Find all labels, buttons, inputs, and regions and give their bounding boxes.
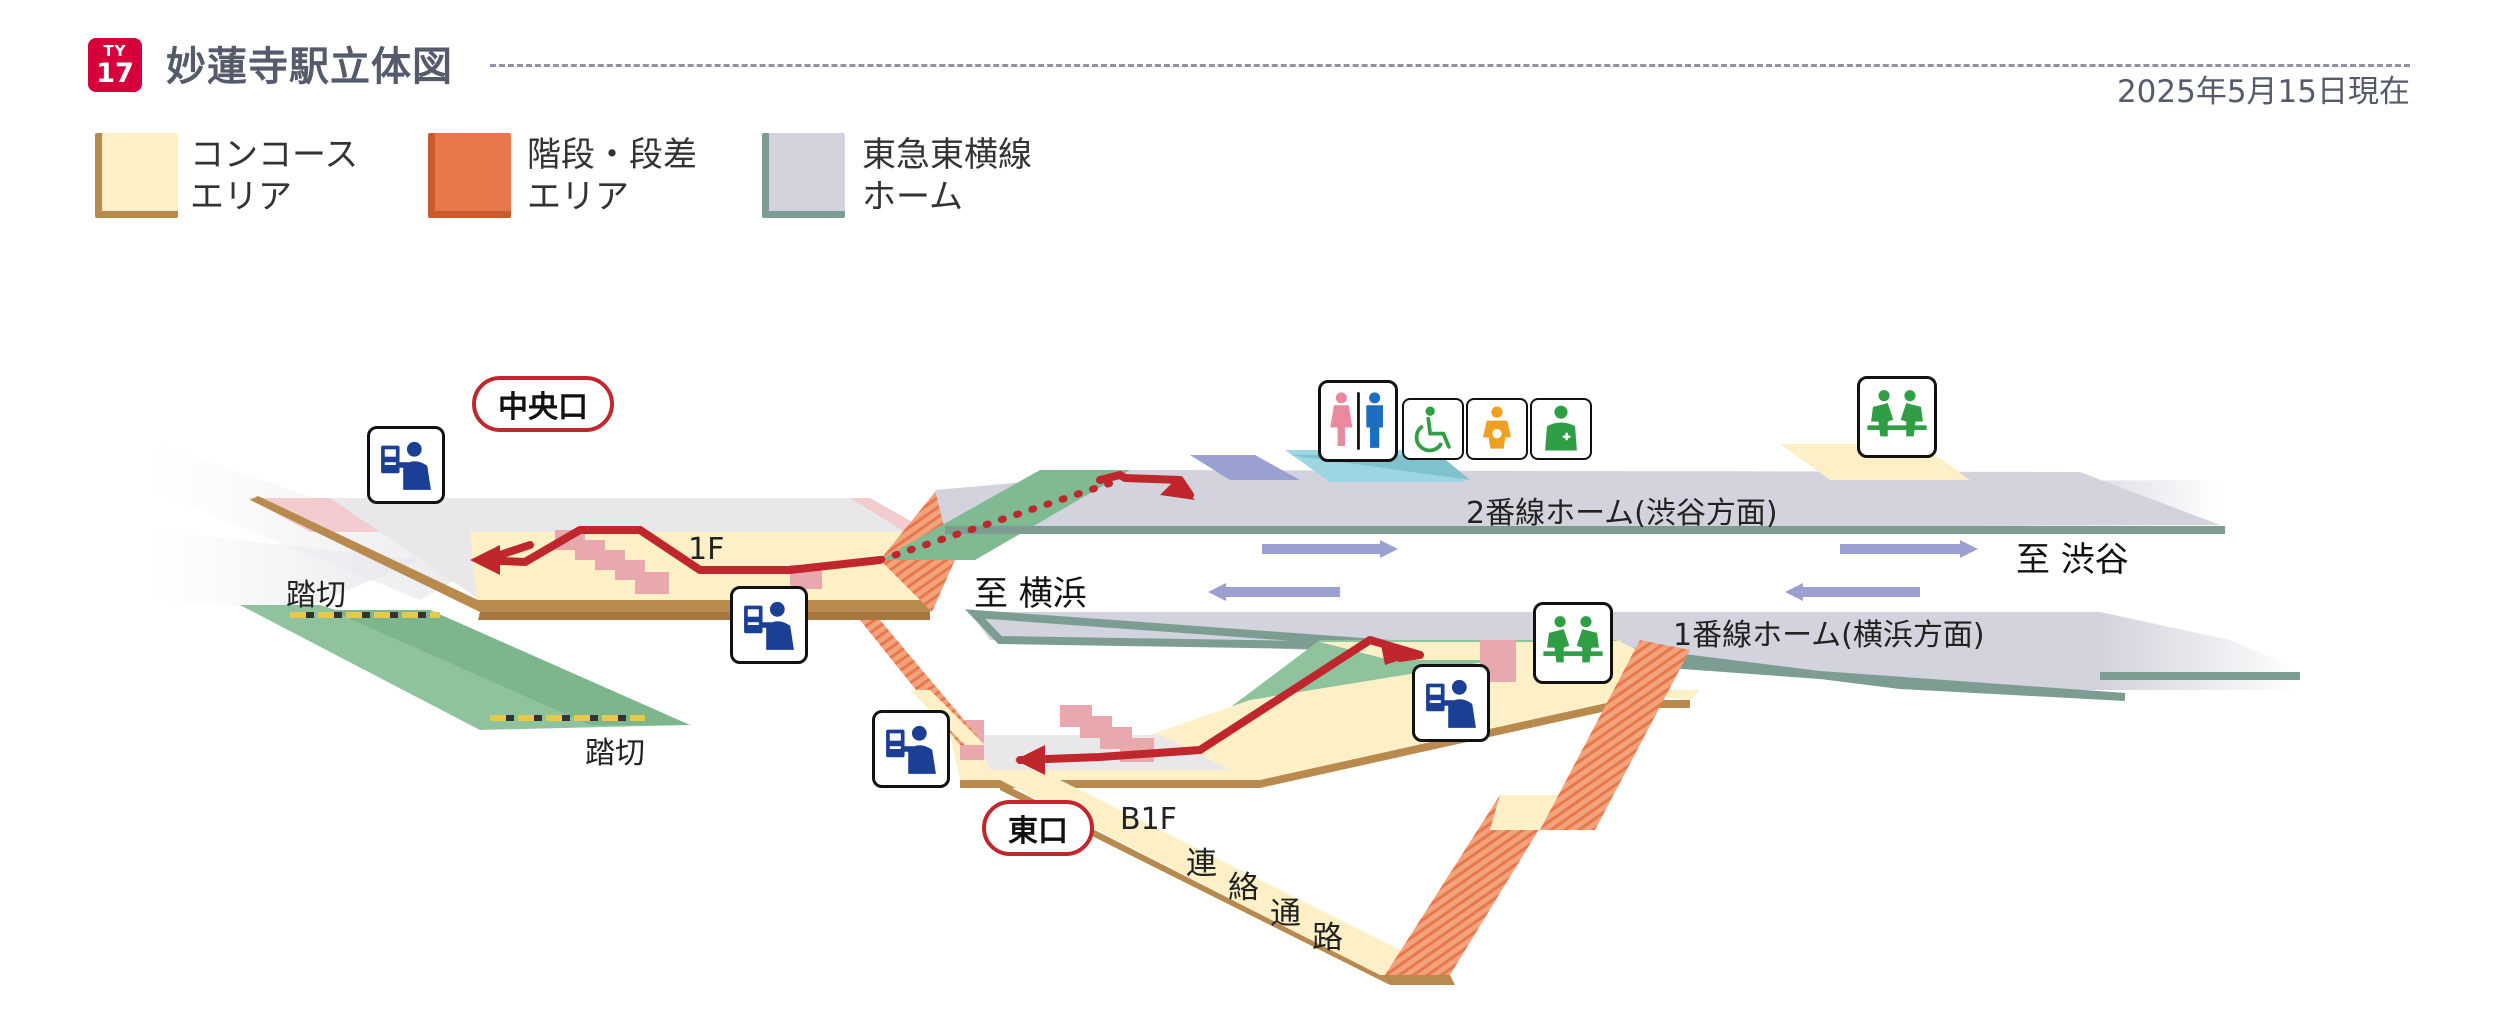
legend-item-platform: 東急東横線 ホーム [862,135,1032,217]
as-of-date: 2025年5月15日現在 [2116,74,2410,110]
legend-swatch-stairs [428,133,511,218]
platform-1-label: 1番線ホーム(横浜方面) [1673,618,1985,653]
legend-item-stairs: 階段・段差 エリア [527,135,697,217]
ostomate-icon [1530,398,1592,460]
stairs-passage-to-platform-1 [1385,640,1690,975]
east-exit-label: 東口 [982,800,1094,856]
page-title: 妙蓮寺駅立体図 [166,44,453,90]
waiting-area-icon [1857,376,1937,458]
ticket-machine-icon [730,586,808,664]
line-code: TY [103,42,127,60]
connecting-passage-label: 路 [1312,920,1343,956]
accessible-toilet-icon [1402,398,1464,460]
legend-swatch-platform [762,133,845,218]
central-exit-label: 中央口 [472,376,614,432]
line-badge: TY 17 [88,38,142,92]
railroad-crossing-label: 踏切 [286,578,346,613]
level-crossings [240,605,690,730]
ticket-machine-icon [872,710,950,788]
ticket-machine-icon [367,426,445,504]
restroom-icon [1318,380,1398,462]
legend-swatch-concourse [95,133,178,218]
platform-2-label: 2番線ホーム(渋谷方面) [1466,496,1778,531]
direction-yokohama-label: 至 横浜 [974,574,1087,614]
waiting-area-icon [1533,602,1613,684]
station-number: 17 [96,58,134,89]
barrier-free-route [470,471,1424,775]
ticket-machine-icon [1412,664,1490,742]
connecting-passage [1000,780,1455,985]
connecting-passage-label: 絡 [1228,870,1259,906]
connecting-passage-label: 通 [1270,896,1301,932]
connecting-passage-label: 連 [1186,846,1217,882]
floor-1f-label: 1F [688,532,725,567]
direction-shibuya-label: 至 渋谷 [2016,540,2129,580]
baby-care-icon [1466,398,1528,460]
floor-b1f-label: B1F [1120,802,1177,837]
title-divider [490,64,2410,67]
concourse-1f [248,496,930,620]
legend-item-concourse: コンコース エリア [190,135,359,217]
direction-arrows [1208,540,1978,601]
railroad-crossing-label: 踏切 [585,736,645,771]
